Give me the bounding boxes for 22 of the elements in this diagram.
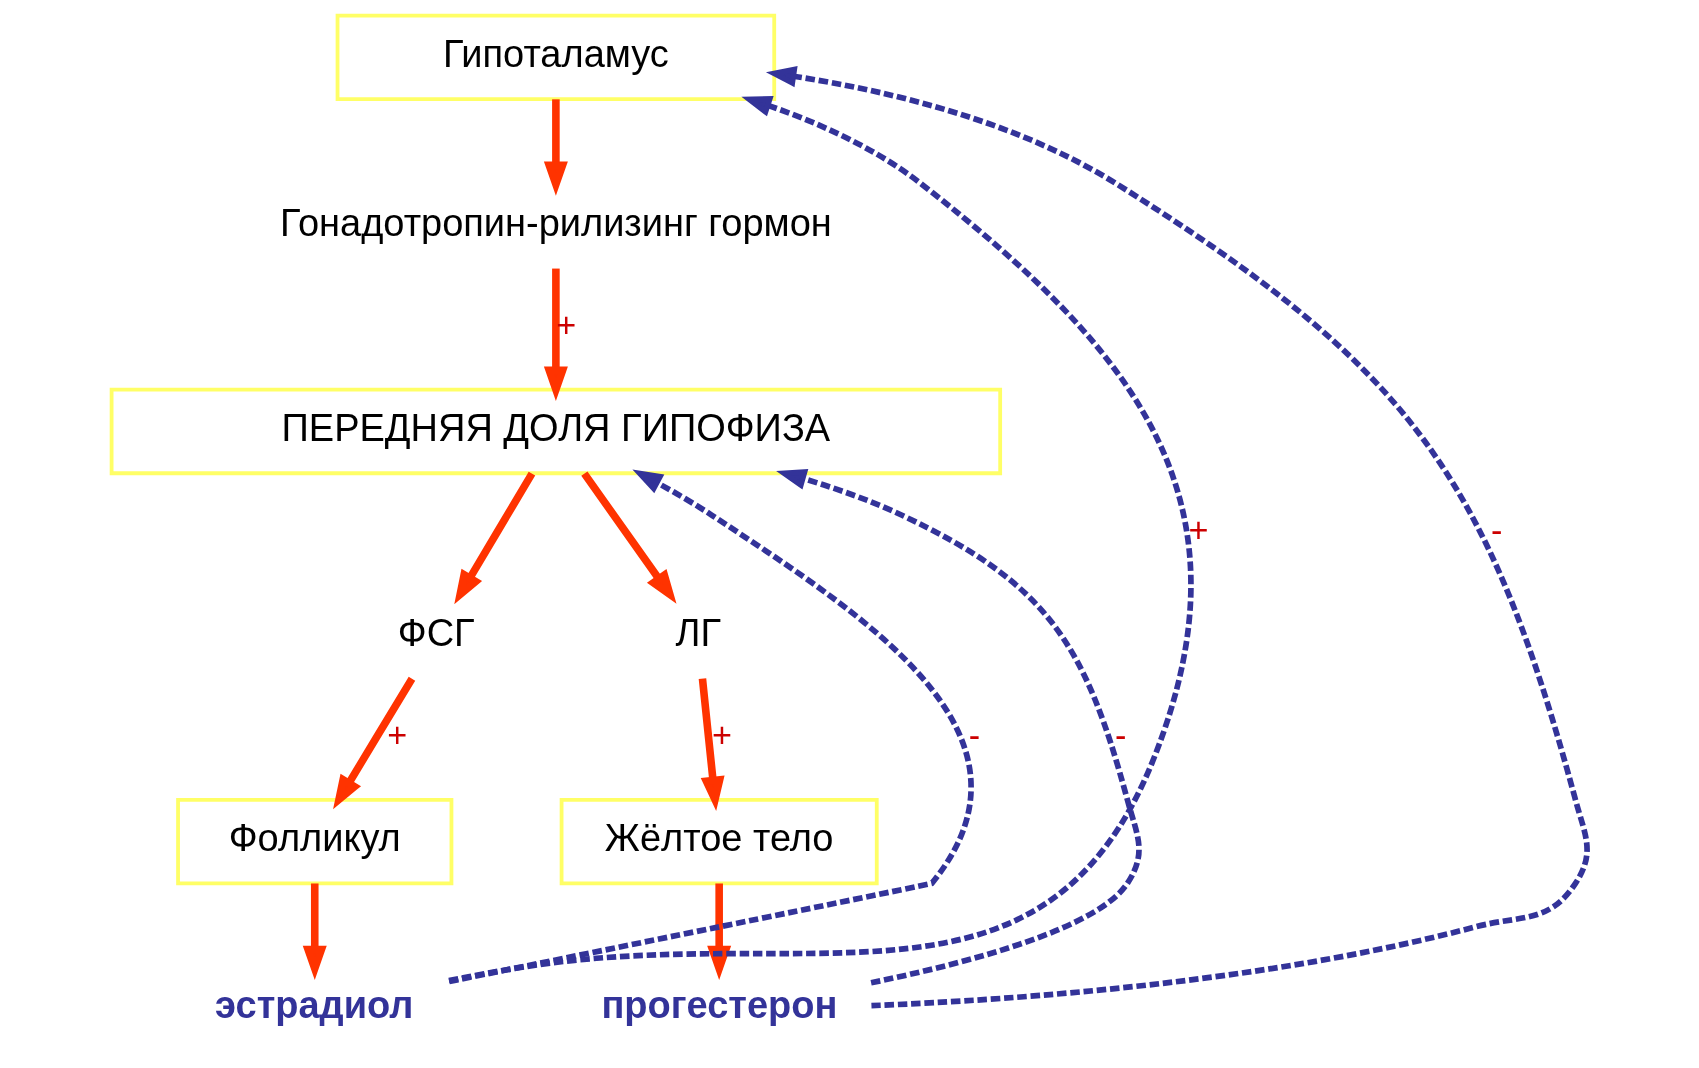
arrow — [581, 471, 677, 604]
node-text: Гонадотропин-рилизинг гормон — [279, 201, 832, 244]
edge-label: + — [712, 716, 732, 755]
node-box: Гипоталамус — [335, 13, 777, 102]
arrow — [454, 471, 536, 605]
node-text: ФСГ — [397, 612, 475, 655]
node-box: Фолликул — [176, 797, 454, 886]
node-box: Жёлтое тело — [559, 797, 879, 886]
node-text: эстрадиол — [215, 984, 414, 1027]
edge-label: - — [968, 716, 981, 755]
edge-label: + — [1188, 511, 1209, 550]
edge-label: - — [1490, 511, 1503, 550]
arrow — [333, 676, 416, 810]
node-text: прогестерон — [601, 984, 838, 1027]
arrow — [765, 66, 1590, 1009]
edge-label: - — [1115, 716, 1127, 755]
edge-label: + — [387, 716, 408, 755]
node-box: ПЕРЕДНЯЯ ДОЛЯ ГИПОФИЗА — [109, 387, 1003, 476]
arrow — [776, 469, 1142, 986]
arrow — [448, 96, 1194, 984]
arrow — [448, 469, 974, 985]
node-text: ЛГ — [675, 612, 722, 655]
